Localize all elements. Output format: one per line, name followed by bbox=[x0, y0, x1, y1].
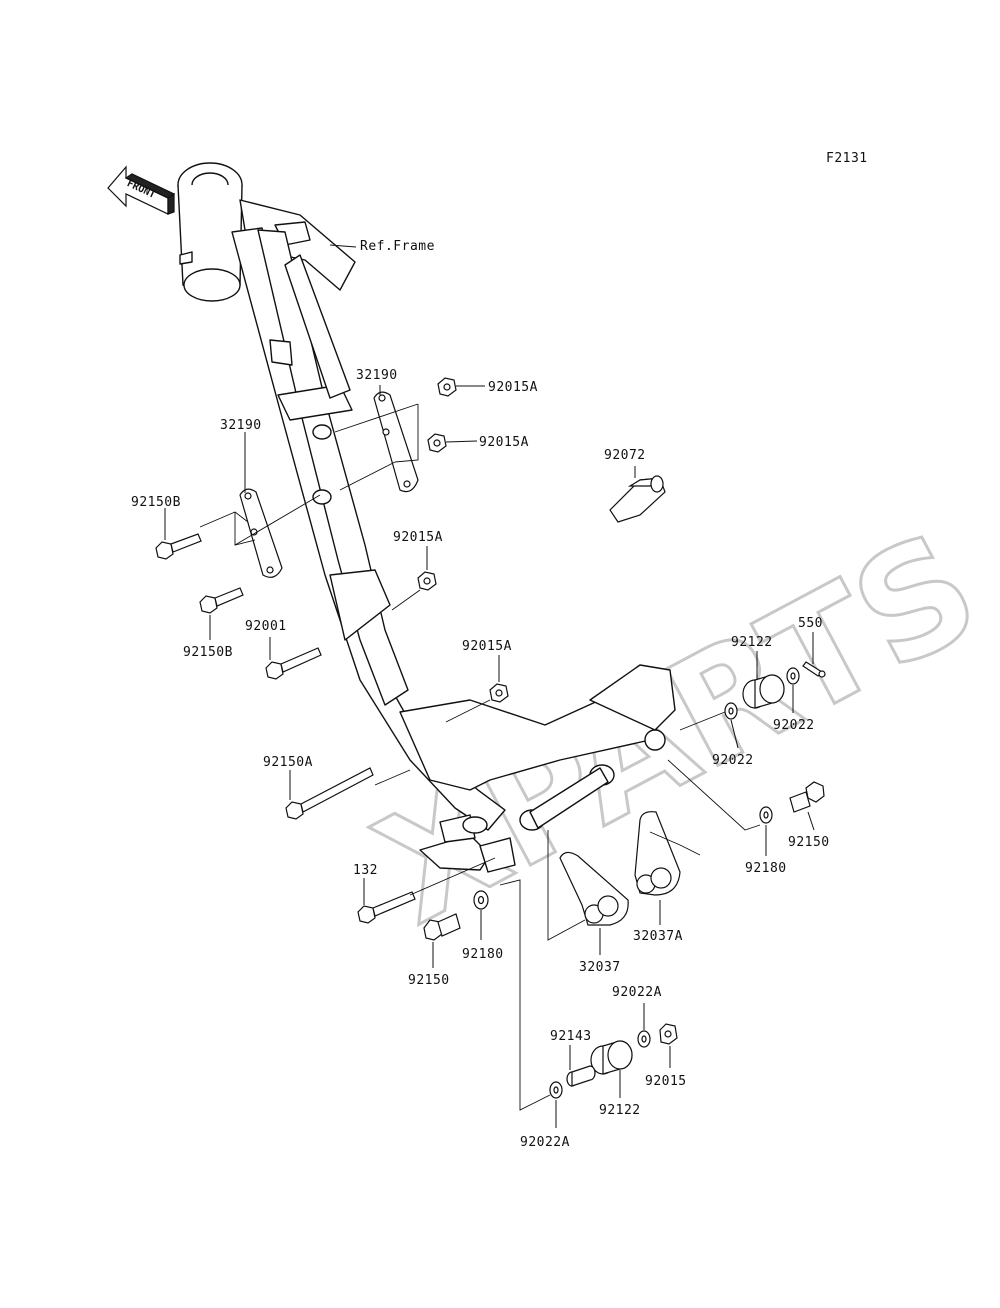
label-ref-frame: Ref.Frame bbox=[360, 239, 435, 254]
nut-92015A-1 bbox=[437, 377, 457, 397]
label-92143: 92143 bbox=[550, 1029, 592, 1044]
label-92015A-1: 92015A bbox=[488, 380, 538, 395]
figure-code: F2131 bbox=[826, 151, 868, 166]
label-92150A: 92150A bbox=[263, 755, 313, 770]
nut-92015A-4 bbox=[489, 683, 509, 703]
bracket-32037 bbox=[559, 851, 629, 926]
nut-92015A-3 bbox=[417, 571, 437, 591]
frame-drawing bbox=[177, 162, 676, 873]
label-32037: 32037 bbox=[579, 960, 621, 975]
plate-32190-top bbox=[373, 391, 419, 493]
label-92150-left: 92150 bbox=[408, 973, 450, 988]
bolt-92150A bbox=[285, 767, 374, 820]
washer-92022-1 bbox=[786, 667, 800, 685]
label-92150B-1: 92150B bbox=[131, 495, 181, 510]
clip-92072 bbox=[609, 475, 666, 523]
label-92150B-2: 92150B bbox=[183, 645, 233, 660]
bolt-92150-right bbox=[789, 781, 825, 813]
label-92180-left: 92180 bbox=[462, 947, 504, 962]
label-92180-right: 92180 bbox=[745, 861, 787, 876]
nut-92015A-2 bbox=[427, 433, 447, 453]
bolt-92001 bbox=[265, 647, 322, 680]
washer-92022A-bottom bbox=[549, 1081, 563, 1099]
label-92150-right: 92150 bbox=[788, 835, 830, 850]
washer-92022A-top bbox=[637, 1030, 651, 1048]
collar-92122-bottom bbox=[590, 1040, 633, 1075]
label-92022A-top: 92022A bbox=[612, 985, 662, 1000]
leader-lines bbox=[164, 244, 815, 1128]
washer-92022-2 bbox=[724, 702, 738, 720]
label-92015A-4: 92015A bbox=[462, 639, 512, 654]
washer-92180-left bbox=[473, 890, 489, 910]
cotter-pin-550 bbox=[802, 661, 826, 678]
nut-92015 bbox=[659, 1023, 678, 1045]
label-92001: 92001 bbox=[245, 619, 287, 634]
sleeve-92143 bbox=[566, 1065, 596, 1087]
label-92015A-3: 92015A bbox=[393, 530, 443, 545]
label-92122-top: 92122 bbox=[731, 635, 773, 650]
collar-92122-top bbox=[742, 674, 785, 709]
bolt-92150B-1 bbox=[155, 533, 202, 560]
label-92022-2: 92022 bbox=[712, 753, 754, 768]
label-92022A-bottom: 92022A bbox=[520, 1135, 570, 1150]
label-132: 132 bbox=[353, 863, 378, 878]
label-32190-left: 32190 bbox=[220, 418, 262, 433]
label-550: 550 bbox=[798, 616, 823, 631]
label-92015: 92015 bbox=[645, 1074, 687, 1089]
label-92122-bottom: 92122 bbox=[599, 1103, 641, 1118]
plate-32190-left bbox=[239, 488, 283, 578]
bolt-92150-left bbox=[423, 913, 461, 941]
label-92072: 92072 bbox=[604, 448, 646, 463]
bolt-132 bbox=[357, 891, 416, 924]
bracket-32037A bbox=[634, 811, 681, 896]
label-92015A-2: 92015A bbox=[479, 435, 529, 450]
washer-92180-right bbox=[759, 806, 773, 824]
label-92022-1: 92022 bbox=[773, 718, 815, 733]
label-32190-top: 32190 bbox=[356, 368, 398, 383]
label-32037A: 32037A bbox=[633, 929, 683, 944]
front-arrow-icon: FRONT bbox=[107, 165, 176, 215]
bolt-92150B-2 bbox=[199, 587, 244, 614]
